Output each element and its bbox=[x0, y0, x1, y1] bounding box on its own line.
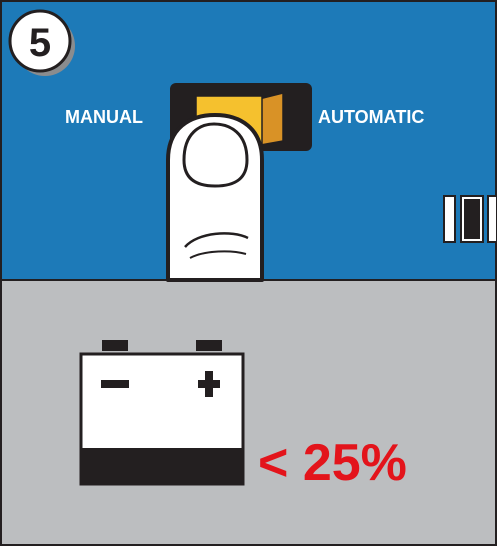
minus-sign-icon bbox=[101, 380, 129, 388]
battery-threshold-label: < 25% bbox=[258, 434, 407, 492]
automatic-label: AUTOMATIC bbox=[318, 107, 424, 127]
bottom-panel bbox=[1, 280, 496, 545]
manual-label: MANUAL bbox=[65, 107, 143, 127]
battery-terminal-positive bbox=[196, 340, 222, 351]
step-number: 5 bbox=[29, 21, 51, 65]
battery-terminal-negative bbox=[102, 340, 128, 351]
battery-charge-fill bbox=[81, 448, 243, 484]
indicator-bars-icon bbox=[444, 196, 497, 242]
finger-icon bbox=[168, 115, 262, 280]
battery-icon bbox=[81, 340, 243, 484]
